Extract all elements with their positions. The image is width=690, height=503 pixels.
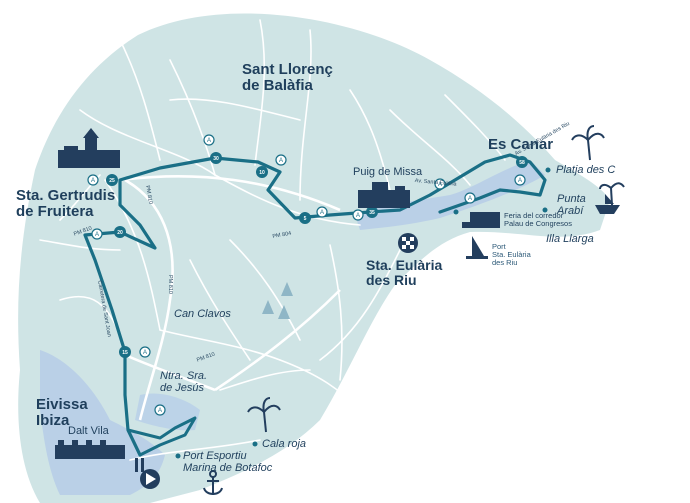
km-marker-15 <box>119 346 131 358</box>
junction-markers <box>87 134 526 416</box>
junction-marker <box>203 134 215 146</box>
main-roads <box>119 174 341 421</box>
junction-letter: A <box>518 178 522 184</box>
anchor-icon <box>203 470 223 495</box>
km-marker-5 <box>299 212 311 224</box>
place-label-illa-llarga: Illa Llarga <box>546 233 594 245</box>
junction-letter: A <box>207 138 211 144</box>
place-label-puig-de-missa: Puig de Missa <box>353 166 423 178</box>
place-label-feria: Feria del corredor Palau de Congresos <box>504 211 572 228</box>
church-icon <box>358 182 410 208</box>
junction-letter: A <box>320 210 324 216</box>
play-icon <box>140 469 160 489</box>
place-label-platja-des-cana: Platja des C <box>556 164 616 176</box>
junction-letter: A <box>95 232 99 238</box>
race-route-city-loop <box>127 416 197 457</box>
km-marker-30 <box>210 152 222 164</box>
island-landmass <box>18 13 610 503</box>
junction-letter: A <box>158 408 162 414</box>
km-markers <box>106 152 528 358</box>
km-marker-20 <box>114 226 126 238</box>
junction-letter: A <box>91 178 95 184</box>
km-label: 5 <box>304 216 307 222</box>
place-label-sant-llorenc: Sant Llorenç de Balàfia <box>242 61 333 94</box>
junction-marker <box>352 209 364 221</box>
urban-area-jesus <box>135 393 200 431</box>
race-route-line <box>83 153 547 457</box>
km-label: 25 <box>109 178 115 184</box>
km-marker-25 <box>106 174 118 186</box>
poi-dot-port <box>175 453 181 459</box>
palm-tree-icon <box>599 182 625 206</box>
junction-letter: A <box>279 158 283 164</box>
km-marker-10 <box>256 166 268 178</box>
church-icon <box>58 128 120 168</box>
junction-marker <box>464 192 476 204</box>
urban-area-santa-eularia <box>355 160 545 230</box>
poi-dots <box>175 167 551 459</box>
road-network <box>39 19 506 461</box>
place-label-ntra-sra-jesus: Ntra. Sra. de Jesús <box>160 370 208 394</box>
junction-letter: A <box>468 196 472 202</box>
place-label-port-sta-eularia: Port Sta. Eulària des Riu <box>492 242 531 267</box>
junction-letter: A <box>143 350 147 356</box>
junction-letter: A <box>356 213 360 219</box>
checkered-flag-icon <box>398 233 418 253</box>
junction-marker <box>434 178 446 190</box>
castle-icon <box>55 440 125 459</box>
km-marker-58 <box>516 156 528 168</box>
junction-marker <box>91 228 103 240</box>
place-label-port-esportiu: Port Esportiu Marina de Botafoc <box>183 450 273 474</box>
place-label-can-clavos: Can Clavos <box>174 308 231 320</box>
start-line-icon <box>135 458 144 472</box>
place-label-sta-gertrudis: Sta. Gertrudis de Fruitera <box>16 187 116 220</box>
km-label: 30 <box>213 156 219 162</box>
palm-tree-icon <box>571 125 605 161</box>
junction-marker <box>316 206 328 218</box>
poi-dot-feria <box>453 209 459 215</box>
km-marker-35 <box>366 206 378 218</box>
junction-letter: A <box>438 182 442 188</box>
place-label-eivissa: Eivissa Ibiza <box>36 396 88 429</box>
poi-dot-platja <box>545 167 551 173</box>
poi-dot-punta-arabi <box>542 207 548 213</box>
junction-marker <box>139 346 151 358</box>
building-icon <box>462 212 500 228</box>
km-label: 10 <box>259 170 265 176</box>
place-label-es-canar: Es Canar <box>488 136 554 153</box>
place-label-sta-eularia: Sta. Eulària des Riu <box>366 257 443 288</box>
place-label-punta-arabi: Punta Arabí <box>557 193 586 217</box>
km-label: 20 <box>117 230 123 236</box>
km-marker-labels: 25 30 20 15 10 5 35 58 <box>109 156 525 356</box>
km-label: 35 <box>369 210 375 216</box>
place-label-cala-roja: Cala roja <box>262 438 307 450</box>
junction-marker <box>87 174 99 186</box>
junction-marker <box>514 174 526 186</box>
sailboat-icon <box>466 236 488 259</box>
poi-dot-cala-roja <box>252 441 258 447</box>
place-label-dalt-vila: Dalt Vila <box>68 425 109 437</box>
palm-tree-icon <box>247 397 281 433</box>
km-label: 58 <box>519 160 525 166</box>
km-label: 15 <box>122 350 128 356</box>
trees-icon <box>262 282 293 319</box>
junction-marker <box>275 154 287 166</box>
junction-marker <box>154 404 166 416</box>
road-code-label: PM 810 <box>167 275 173 294</box>
junction-marker-letters: A A A A A A A A A A A <box>91 138 522 414</box>
